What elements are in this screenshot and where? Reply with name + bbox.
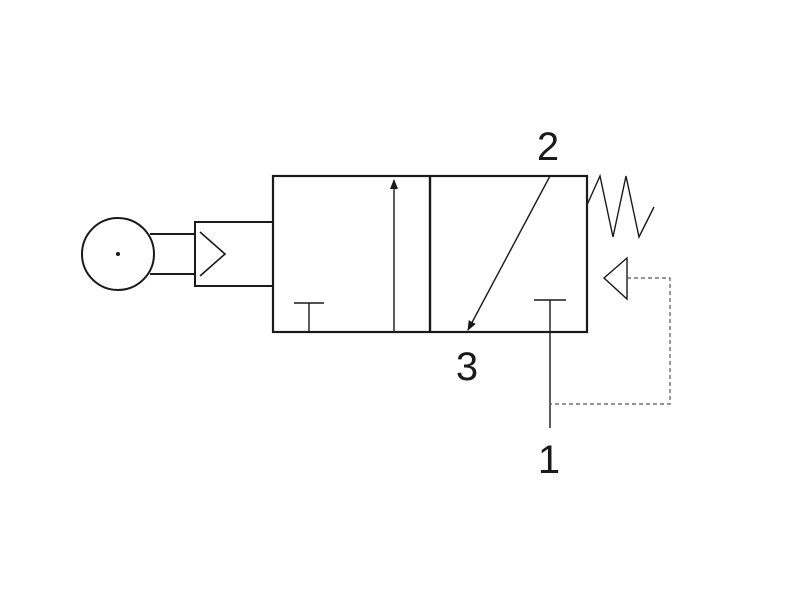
valve-body	[271, 174, 589, 334]
roller-lever-icon	[81, 217, 195, 291]
right-position	[467, 175, 566, 428]
port-label-2: 2	[537, 125, 559, 169]
pilot-assembly	[550, 256, 671, 405]
spring-icon	[586, 173, 655, 240]
plunger-chevron-icon	[199, 231, 227, 277]
left-position	[294, 179, 398, 332]
plunger-box	[194, 221, 274, 287]
port-label-3: 3	[456, 345, 478, 389]
roller-pivot-dot	[116, 252, 120, 256]
port-label-1: 1	[538, 438, 560, 482]
pilot-triangle-icon	[602, 256, 628, 301]
roller-circle	[81, 217, 155, 291]
plunger-housing	[194, 221, 274, 287]
pilot-line	[550, 277, 671, 405]
flow-arrow-right	[467, 175, 551, 331]
